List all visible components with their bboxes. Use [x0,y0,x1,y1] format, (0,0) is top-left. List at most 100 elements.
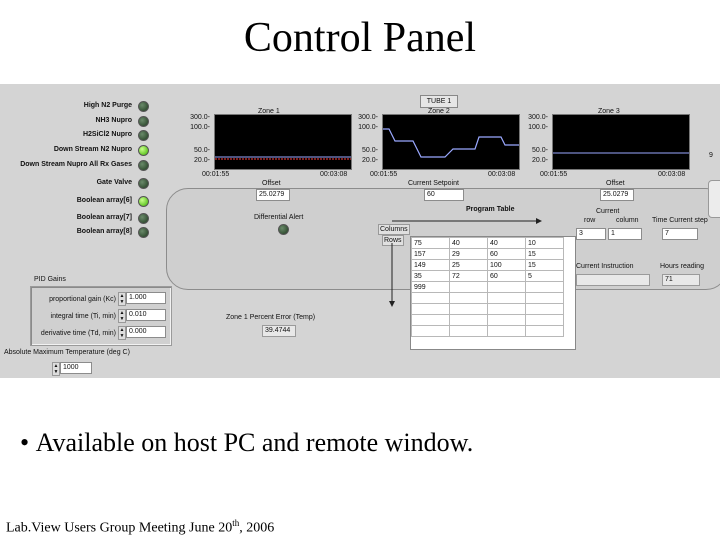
table-cell[interactable] [525,325,564,337]
zone2-plot [382,114,520,170]
tick: 50.0- [532,147,548,154]
time-step-field: 7 [662,228,698,240]
table-cell[interactable]: 149 [411,259,450,271]
side-button[interactable] [708,180,720,218]
led-indicator[interactable] [138,130,149,141]
table-cell[interactable] [487,281,526,293]
table-cell[interactable]: 999 [411,281,450,293]
zone-error-field: 39.4744 [262,325,296,337]
table-cell[interactable] [525,314,564,326]
rows-label: Rows [382,235,404,246]
led-indicator[interactable] [138,227,149,238]
zone3-title: Zone 3 [598,108,620,115]
tick: 50.0- [362,147,378,154]
pid-value-field[interactable]: 0.000 [126,326,166,338]
setpoint-field[interactable]: 60 [424,189,464,201]
led-indicator[interactable] [138,178,149,189]
table-cell[interactable]: 60 [487,270,526,282]
table-cell[interactable] [487,303,526,315]
tick: 300.0- [190,114,210,121]
abs-max-field[interactable]: 1000 [60,362,92,374]
diff-alert-led [278,224,289,235]
zone2-temp-line [383,128,519,158]
table-cell[interactable] [525,281,564,293]
pid-spinner[interactable]: ▲▼ [118,292,126,306]
abs-max-label: Absolute Maximum Temperature (deg C) [4,349,130,356]
footer-end: , 2006 [239,520,275,536]
table-cell[interactable]: 10 [525,237,564,249]
program-table-label: Program Table [466,206,515,213]
table-cell[interactable]: 29 [449,248,488,260]
table-cell[interactable] [487,314,526,326]
current-row-field[interactable]: 3 [576,228,606,240]
footer: Lab.View Users Group Meeting June 20th, … [6,518,274,537]
pid-value-field[interactable]: 1.000 [126,292,166,304]
table-cell[interactable]: 60 [487,248,526,260]
tick: 50.0- [194,147,210,154]
pid-spinner[interactable]: ▲▼ [118,326,126,340]
table-cell[interactable] [449,314,488,326]
table-cell[interactable] [525,303,564,315]
time-step-label: Time Current step [652,217,708,224]
led-indicator[interactable] [138,213,149,224]
zone1-chart: 300.0- 100.0- 50.0- 20.0- 00:01:55 00:03… [172,114,352,178]
table-cell[interactable] [525,292,564,304]
current-instruction-label: Current Instruction [576,263,634,270]
pid-value-field[interactable]: 0.010 [126,309,166,321]
led-indicator[interactable] [138,116,149,127]
table-row [411,314,564,326]
abs-max-spinner[interactable]: ▲▼ [52,362,60,376]
table-cell[interactable] [411,303,450,315]
led-label: High N2 Purge [83,102,132,109]
current-column-field[interactable]: 1 [608,228,642,240]
offset3-field[interactable]: 25.0279 [600,189,634,201]
table-cell[interactable]: 15 [525,248,564,260]
table-cell[interactable]: 40 [449,237,488,249]
table-cell[interactable] [411,325,450,337]
table-cell[interactable]: 40 [487,237,526,249]
zone2-title: Zone 2 [428,108,450,115]
led-label: Boolean array[8] [76,228,132,235]
tube-label: TUBE 1 [420,95,458,108]
table-cell[interactable] [411,292,450,304]
led-indicator[interactable] [138,196,149,207]
zone1-title: Zone 1 [258,108,280,115]
table-cell[interactable]: 157 [411,248,450,260]
table-cell[interactable]: 15 [525,259,564,271]
table-cell[interactable] [449,303,488,315]
table-cell[interactable] [449,281,488,293]
table-cell[interactable]: 72 [449,270,488,282]
offset1-field[interactable]: 25.0279 [256,189,290,201]
zone1-time-end: 00:03:08 [320,171,348,178]
table-cell[interactable] [411,314,450,326]
table-cell[interactable]: 75 [411,237,450,249]
zone2-time-end: 00:03:08 [488,171,516,178]
led-indicator[interactable] [138,101,149,112]
table-cell[interactable] [487,292,526,304]
table-cell[interactable] [487,325,526,337]
tick: 100.0- [358,124,378,131]
led-indicator[interactable] [138,160,149,171]
table-cell[interactable]: 35 [411,270,450,282]
table-cell[interactable]: 5 [525,270,564,282]
table-cell[interactable] [449,325,488,337]
pid-spinner[interactable]: ▲▼ [118,309,126,323]
led-label: Gate Valve [96,179,132,186]
table-row [411,292,564,304]
tick: 20.0- [194,157,210,164]
table-cell[interactable]: 25 [449,259,488,271]
current-column-label: column [616,217,639,224]
slide-title: Control Panel [243,15,477,61]
table-cell[interactable] [449,292,488,304]
current-label: Current [596,208,620,215]
led-indicator[interactable] [138,145,149,156]
table-cell[interactable]: 100 [487,259,526,271]
led-label: Boolean array[7] [76,214,132,221]
current-row-label: row [584,217,596,224]
zone2-chart: 300.0- 100.0- 50.0- 20.0- 00:01:55 00:03… [342,114,522,178]
